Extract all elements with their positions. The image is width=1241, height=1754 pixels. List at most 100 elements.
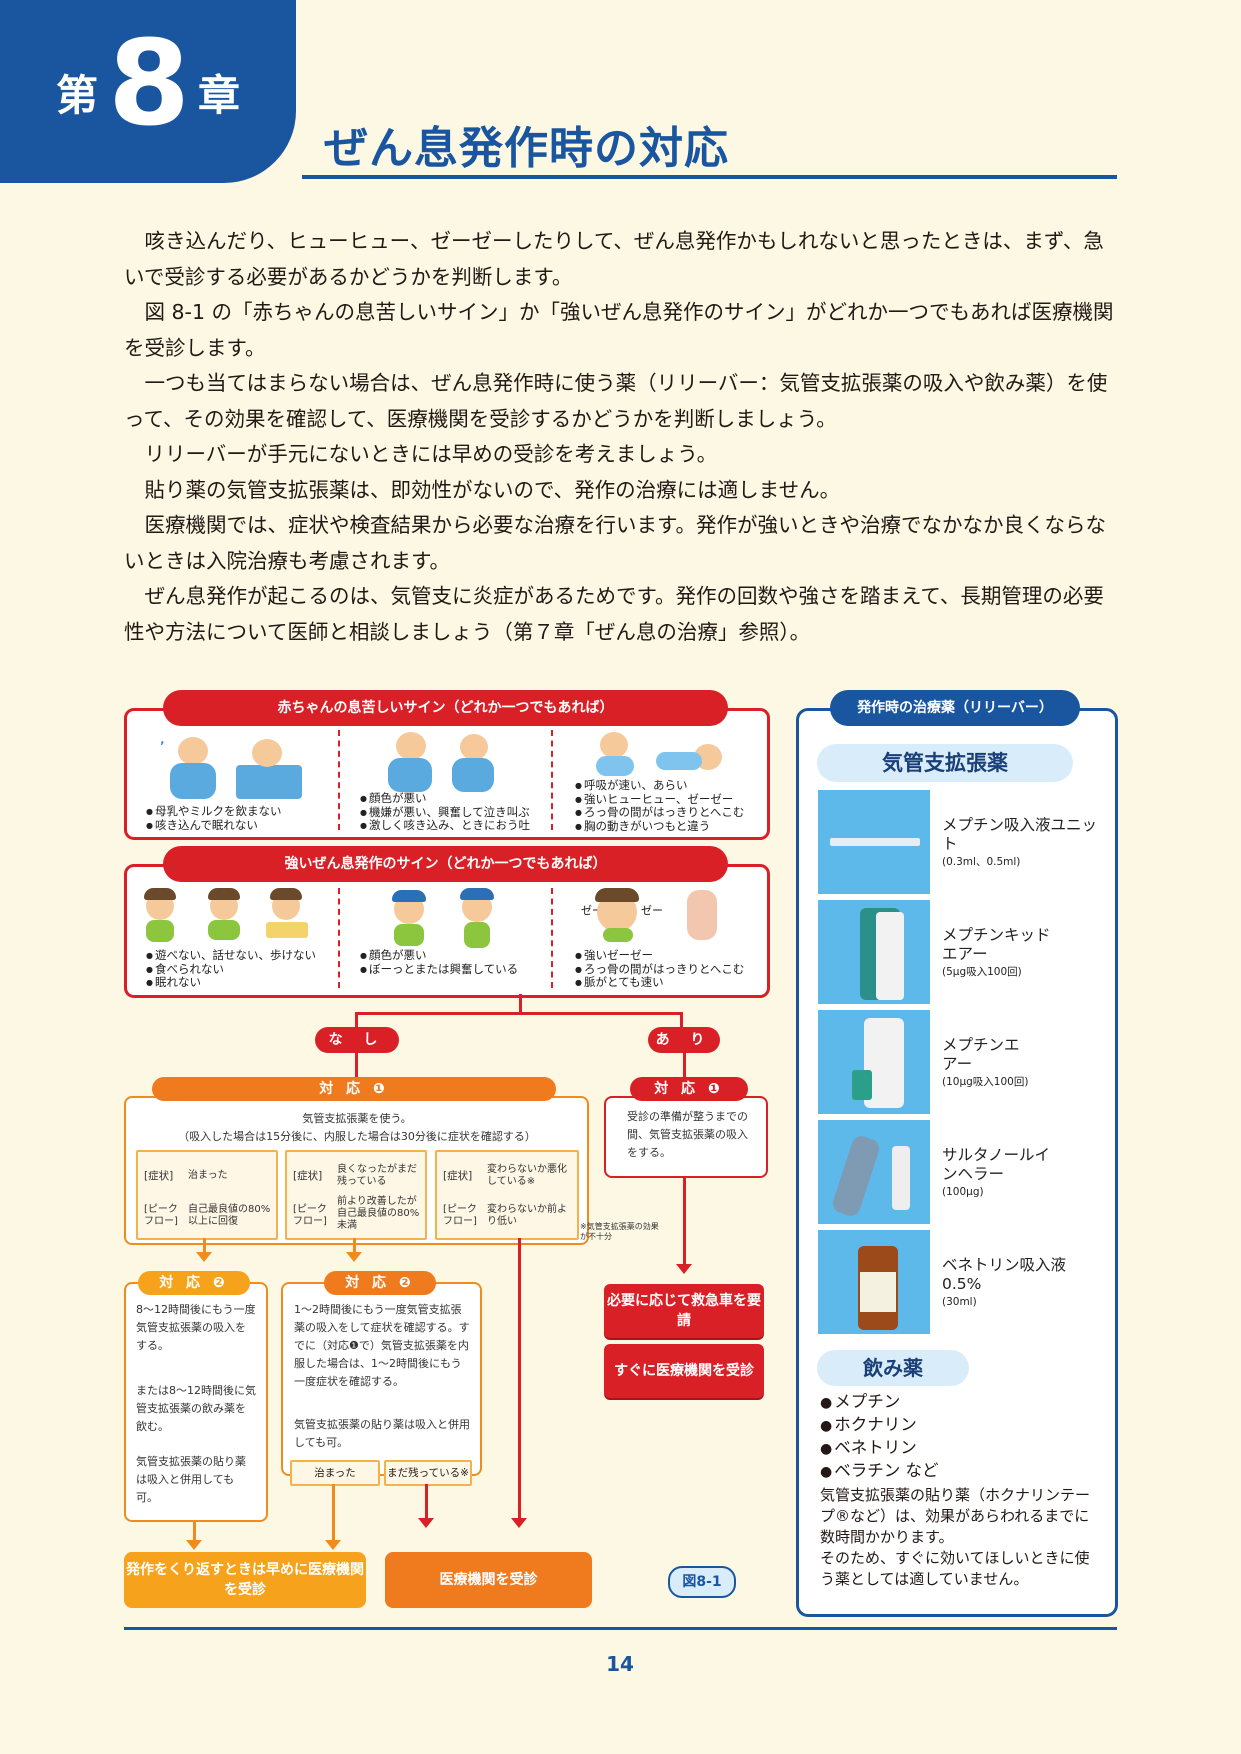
step1-yes-text: 受診の準備が整うまでの間、気管支拡張薬の吸入をする。 — [627, 1110, 748, 1159]
child-illustration — [380, 888, 510, 950]
arrow-icon — [346, 1252, 362, 1262]
chapter-tab — [0, 0, 296, 183]
connector-line — [683, 1176, 686, 1264]
bronchodilator-heading: 気管支拡張薬 — [817, 744, 1073, 782]
paragraph: 医療機関では、症状や検査結果から必要な治療を行います。発作が強いときや治療でなか… — [124, 513, 1106, 573]
arrow-icon — [325, 1540, 341, 1550]
column-divider — [551, 888, 553, 988]
connector-line — [683, 1053, 686, 1077]
med-name: ベネトリン吸入液0.5% — [942, 1256, 1067, 1293]
paragraph: 貼り薬の気管支拡張薬は、即効性がないので、発作の治療には適しません。 — [144, 477, 841, 502]
figure-label: 図8-1 — [668, 1566, 736, 1598]
step1-none-line1: 気管支拡張薬を使う。 — [302, 1112, 412, 1125]
connector-line — [203, 1238, 206, 1252]
step2-left-p1: 8～12時間後にもう一度気管支拡張薬の吸入をする。 — [136, 1303, 256, 1352]
step1-yes-box — [604, 1096, 768, 1178]
patch-note: 気管支拡張薬の貼り薬（ホクナリンテープ®など）は、効果があらわれるまでに数時間か… — [820, 1486, 1091, 1588]
baby-illustration: ٬ — [160, 735, 320, 805]
list-item: ベネトリン — [820, 1437, 1100, 1460]
list-item: メプチン — [820, 1391, 1100, 1414]
step2-mid-p2: 気管支拡張薬の貼り薬は吸入と併用しても可。 — [294, 1418, 470, 1449]
arrow-icon — [418, 1518, 434, 1528]
arrow-icon — [676, 1264, 692, 1274]
med-name: メプチン吸入液ユニット — [942, 816, 1098, 853]
case-worse-box: [症状] 変わらないか悪化している※ [ピークフロー] 変わらないか前より低い — [435, 1150, 579, 1240]
severe-signs-col2: 顔色が悪い ぼーっとまたは興奮している — [360, 948, 550, 976]
baby-signs-col2: 顔色が悪い 機嫌が悪い、興奮して泣き叫ぶ 激しく咳き込み、ときにおう吐 — [360, 791, 550, 833]
connector-line — [355, 1053, 358, 1077]
chapter-number: 8 — [108, 14, 191, 152]
title-underline — [302, 175, 1117, 179]
step1-none-line2: （吸入した場合は15分後に、内服した場合は30分後に症状を確認する） — [178, 1130, 536, 1143]
column-divider — [551, 730, 553, 830]
column-divider — [338, 888, 340, 988]
page-title: ぜん息発作時の対応 — [324, 123, 729, 174]
med-detail: (30ml) — [942, 1296, 977, 1308]
connector-line — [355, 1012, 358, 1028]
oral-med-list: メプチン ホクナリン ベネトリン ベラチン など — [820, 1391, 1100, 1483]
arrow-icon — [511, 1518, 527, 1528]
step2-left-box — [124, 1282, 268, 1522]
chapter-prefix: 第 — [56, 71, 99, 120]
step1-none-title: 対 応 ❶ — [152, 1077, 556, 1101]
step2-left-p2: または8～12時間後に気管支拡張薬の飲み薬を飲む。 — [136, 1384, 256, 1433]
connector-line — [332, 1484, 335, 1540]
case-remaining-box: [症状] 良くなったがまだ残っている [ピークフロー] 前より改善したが自己最良… — [285, 1150, 427, 1240]
list-item: ベラチン など — [820, 1460, 1100, 1483]
baby-signs-title: 赤ちゃんの息苦しいサイン（どれか一つでもあれば） — [163, 690, 728, 726]
severe-signs-col1: 遊べない、話せない、歩けない 食べられない 眠れない — [146, 948, 336, 990]
chapter-suffix: 章 — [198, 71, 241, 120]
visit-hospital-now-box: すぐに医療機関を受診 — [604, 1344, 764, 1398]
med-detail: (100μg) — [942, 1186, 984, 1198]
step2-left-p3: 気管支拡張薬の貼り薬は吸入と併用しても可。 — [136, 1455, 246, 1504]
step2-mid-title: 対 応 ❷ — [324, 1271, 436, 1295]
branch-none-label: な し — [315, 1027, 399, 1053]
baby-signs-col3: 呼吸が速い、あらい 強いヒューヒュー、ゼーゼー ろっ骨の間がはっきりとへこむ 胸… — [575, 778, 765, 833]
connector-line — [680, 1012, 683, 1028]
column-divider — [338, 730, 340, 830]
severe-signs-col3: 強いゼーゼー ろっ骨の間がはっきりとへこむ 脈がとても速い — [575, 948, 765, 990]
paragraph: ぜん息発作が起こるのは、気管支に炎症があるためです。発作の回数や強さを踏まえて、… — [124, 584, 1104, 644]
arrow-icon — [186, 1540, 202, 1550]
med-photo — [818, 1010, 930, 1114]
body-text: 咳き込んだり、ヒューヒュー、ゼーゼーしたりして、ぜん息発作かもしれないと思ったと… — [124, 224, 1119, 650]
med-detail: (10μg吸入100回) — [942, 1076, 1029, 1088]
arrow-icon — [196, 1252, 212, 1262]
paragraph: リリーバーが手元にないときには早めの受診を考えましょう。 — [144, 442, 718, 466]
connector-line — [518, 1238, 521, 1518]
step2-left-title: 対 応 ❷ — [138, 1271, 250, 1295]
paragraph: 咳き込んだり、ヒューヒュー、ゼーゼーしたりして、ぜん息発作かもしれないと思ったと… — [124, 229, 1104, 289]
step1-yes-title: 対 応 ❶ — [630, 1077, 748, 1101]
child-illustration: ゼー ゼー — [575, 884, 725, 946]
connector-line — [193, 1520, 196, 1540]
connector-line — [425, 1484, 428, 1518]
visit-hospital-box: 医療機関を受診 — [385, 1552, 592, 1608]
med-detail: (0.3ml、0.5ml) — [942, 856, 1021, 868]
paragraph: 一つも当てはまらない場合は、ぜん息発作時に使う薬（リリーバー：気管支拡張薬の吸入… — [124, 371, 1108, 431]
connector-line — [353, 1238, 356, 1252]
med-photo — [818, 900, 930, 1004]
baby-signs-col1: 母乳やミルクを飲まない 咳き込んで眠れない — [146, 804, 336, 832]
footnote: ※気管支拡張薬の効果が不十分 — [580, 1222, 659, 1241]
med-name: サルタノールインヘラー — [942, 1146, 1051, 1183]
settled-tag: 治まった — [290, 1460, 380, 1486]
remaining-tag: まだ残っている※ — [384, 1460, 472, 1486]
case-settled-box: [症状] 治まった [ピークフロー] 自己最良値の80%以上に回復 — [136, 1150, 278, 1240]
connector-line — [519, 994, 522, 1014]
footer-rule — [124, 1627, 1117, 1630]
med-name: メプチンエアー — [942, 1036, 1020, 1073]
connector-line — [355, 1012, 683, 1015]
step2-mid-p1: 1～2時間後にもう一度気管支拡張薬の吸入をして症状を確認する。すでに（対応❶で）… — [294, 1303, 470, 1388]
baby-illustration — [380, 730, 510, 798]
list-item: ホクナリン — [820, 1414, 1100, 1437]
repeat-visit-box: 発作をくり返すときは早めに医療機関を受診 — [124, 1552, 366, 1608]
med-photo — [818, 1120, 930, 1224]
med-name: メプチンキッドエアー — [942, 926, 1051, 963]
page-number: 14 — [606, 1652, 634, 1676]
branch-yes-label: あ り — [648, 1027, 720, 1053]
baby-illustration — [590, 730, 730, 780]
paragraph: 図 8-1 の「赤ちゃんの息苦しいサイン」か「強いぜん息発作のサイン」がどれか一… — [124, 300, 1114, 360]
med-detail: (5μg吸入100回) — [942, 966, 1022, 978]
call-ambulance-box: 必要に応じて救急車を要請 — [604, 1284, 764, 1338]
med-photo — [818, 1230, 930, 1334]
